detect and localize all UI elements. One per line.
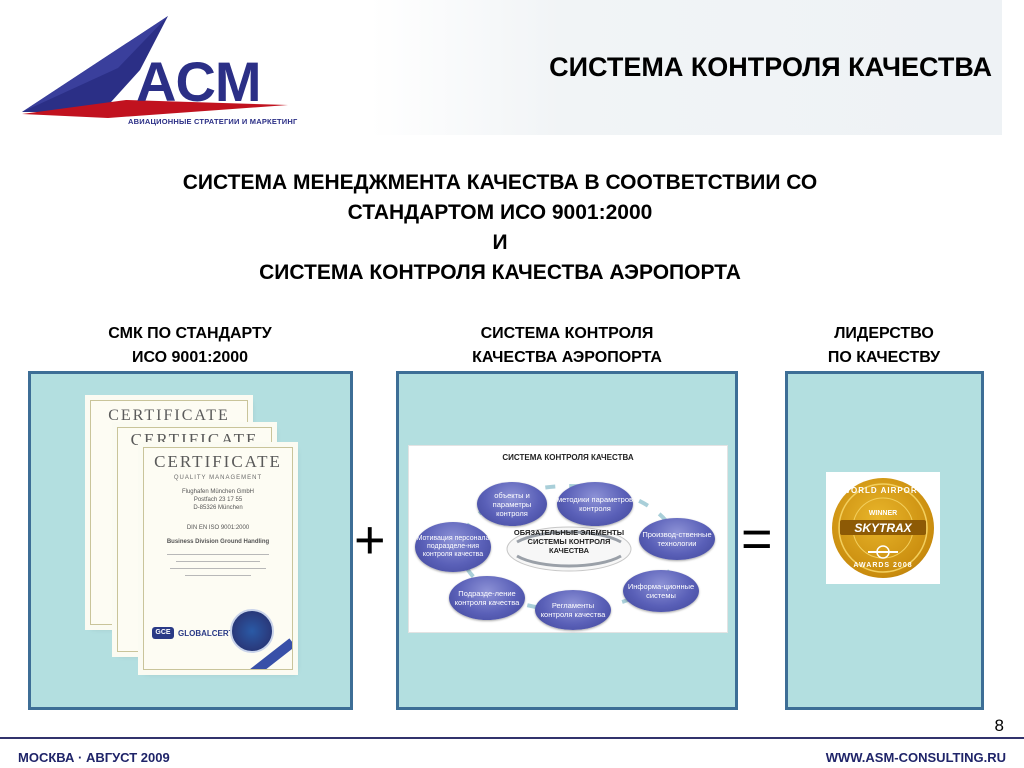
diagram-title: СИСТЕМА КОНТРОЛЯ КАЧЕСТВА <box>502 453 634 462</box>
page-number: 8 <box>994 716 1004 735</box>
slide-title: СИСТЕМА КОНТРОЛЯ КАЧЕСТВА <box>549 52 992 82</box>
certificate-company-line: Flughafen München GmbH <box>181 489 255 495</box>
award-brand-text: SKYTRAX <box>854 521 912 535</box>
headline-line-1: СИСТЕМА МЕНЕДЖМЕНТА КАЧЕСТВА В СООТВЕТСТ… <box>182 171 818 194</box>
column-heading-leadership: ЛИДЕРСТВО ПО КАЧЕСТВУ <box>784 322 984 370</box>
footer-website-link[interactable]: WWW.ASM-CONSULTING.RU <box>825 750 1006 765</box>
diagram-node: Регламенты контроля качества <box>535 590 611 630</box>
diagram-node: Производ-ственные технологии <box>639 518 715 560</box>
headline: СИСТЕМА МЕНЕДЖМЕНТА КАЧЕСТВА В СООТВЕТСТ… <box>100 168 900 288</box>
certificate-title: CERTIFICATE <box>108 407 230 424</box>
award-top-text: WORLD AIRPORT <box>842 486 924 495</box>
certificate-logo: GCE GLOBALCERT <box>152 627 234 639</box>
footer-rule <box>0 737 1024 739</box>
award-bottom-text: AWARDS 2008 <box>853 562 913 569</box>
diagram-node: Мотивация персонала подразделе-ния контр… <box>415 522 491 572</box>
globalcert-mark-icon: GCE <box>152 627 174 639</box>
column-heading-line: ЛИДЕРСТВО <box>834 325 934 342</box>
column-heading-airport: СИСТЕМА КОНТРОЛЯ КАЧЕСТВА АЭРОПОРТА <box>397 322 737 370</box>
column-heading-line: КАЧЕСТВА АЭРОПОРТА <box>472 349 662 366</box>
footer: МОСКВА · АВГУСТ 2009 WWW.ASM-CONSULTING.… <box>0 742 1024 768</box>
column-heading-iso: СМК ПО СТАНДАРТУ ИСО 9001:2000 <box>30 322 350 370</box>
certificate-company-line: D-85326 München <box>193 505 243 511</box>
headline-line-4: СИСТЕМА КОНТРОЛЯ КАЧЕСТВА АЭРОПОРТА <box>259 261 741 284</box>
diagram-center-text: ОБЯЗАТЕЛЬНЫЕ ЭЛЕМЕНТЫ СИСТЕМЫ КОНТРОЛЯ К… <box>513 528 625 555</box>
equals-sign: = <box>741 509 773 569</box>
certificate-company: Flughafen München GmbH Postfach 23 17 55… <box>144 488 292 512</box>
certificate-front: CERTIFICATE QUALITY MANAGEMENT Flughafen… <box>143 447 293 670</box>
award-winner-text: WINNER <box>868 510 898 517</box>
certificate-company-line: Postfach 23 17 55 <box>193 497 243 503</box>
headline-line-3: И <box>492 231 508 254</box>
logo-subtitle: АВИАЦИОННЫЕ СТРАТЕГИИ И МАРКЕТИНГ <box>128 117 298 126</box>
certificate-title: CERTIFICATE <box>130 430 259 449</box>
award-ring <box>838 483 928 573</box>
column-heading-line: ПО КАЧЕСТВУ <box>827 349 941 366</box>
diagram-node: методики параметров контроля <box>557 482 633 526</box>
diagram-node: объекты и параметры контроля <box>477 482 547 526</box>
certificate-subtitle: QUALITY MANAGEMENT <box>173 475 263 481</box>
logo-swoosh-icon <box>22 16 288 118</box>
headline-line-2: СТАНДАРТОМ ИСО 9001:2000 <box>347 201 653 224</box>
logo-text: ACM <box>136 50 262 113</box>
quality-control-diagram: СИСТЕМА КОНТРОЛЯ КАЧЕСТВА ОБЯЗАТЕЛЬНЫЕ Э… <box>408 445 728 633</box>
column-heading-line: СИСТЕМА КОНТРОЛЯ <box>480 325 654 342</box>
skytrax-award: WORLD AIRPORT WINNER SKYTRAX AWARDS 2008 <box>826 472 940 584</box>
diagram-node: Информа-ционные системы <box>623 570 699 612</box>
column-heading-line: СМК ПО СТАНДАРТУ <box>108 325 272 342</box>
diagram-node: Подразде-ление контроля качества <box>449 576 525 620</box>
globalcert-text: GLOBALCERT <box>178 628 234 638</box>
certificate-text-lines <box>158 548 278 582</box>
certificate-title: CERTIFICATE <box>154 452 282 471</box>
certificate-scope: Business Division Ground Handling <box>166 539 270 545</box>
column-heading-line: ИСО 9001:2000 <box>131 349 249 366</box>
acm-logo: ACM АВИАЦИОННЫЕ СТРАТЕГИИ И МАРКЕТИНГ <box>18 8 298 126</box>
footer-location-date: МОСКВА · АВГУСТ 2009 <box>18 750 170 765</box>
certificate-standard: DIN EN ISO 9001:2000 <box>186 525 250 531</box>
header-band <box>370 0 1002 135</box>
award-medal-icon: WORLD AIRPORT WINNER SKYTRAX AWARDS 2008 <box>832 478 934 578</box>
certificate-seal-icon <box>230 609 274 653</box>
plus-sign: + <box>354 510 386 570</box>
